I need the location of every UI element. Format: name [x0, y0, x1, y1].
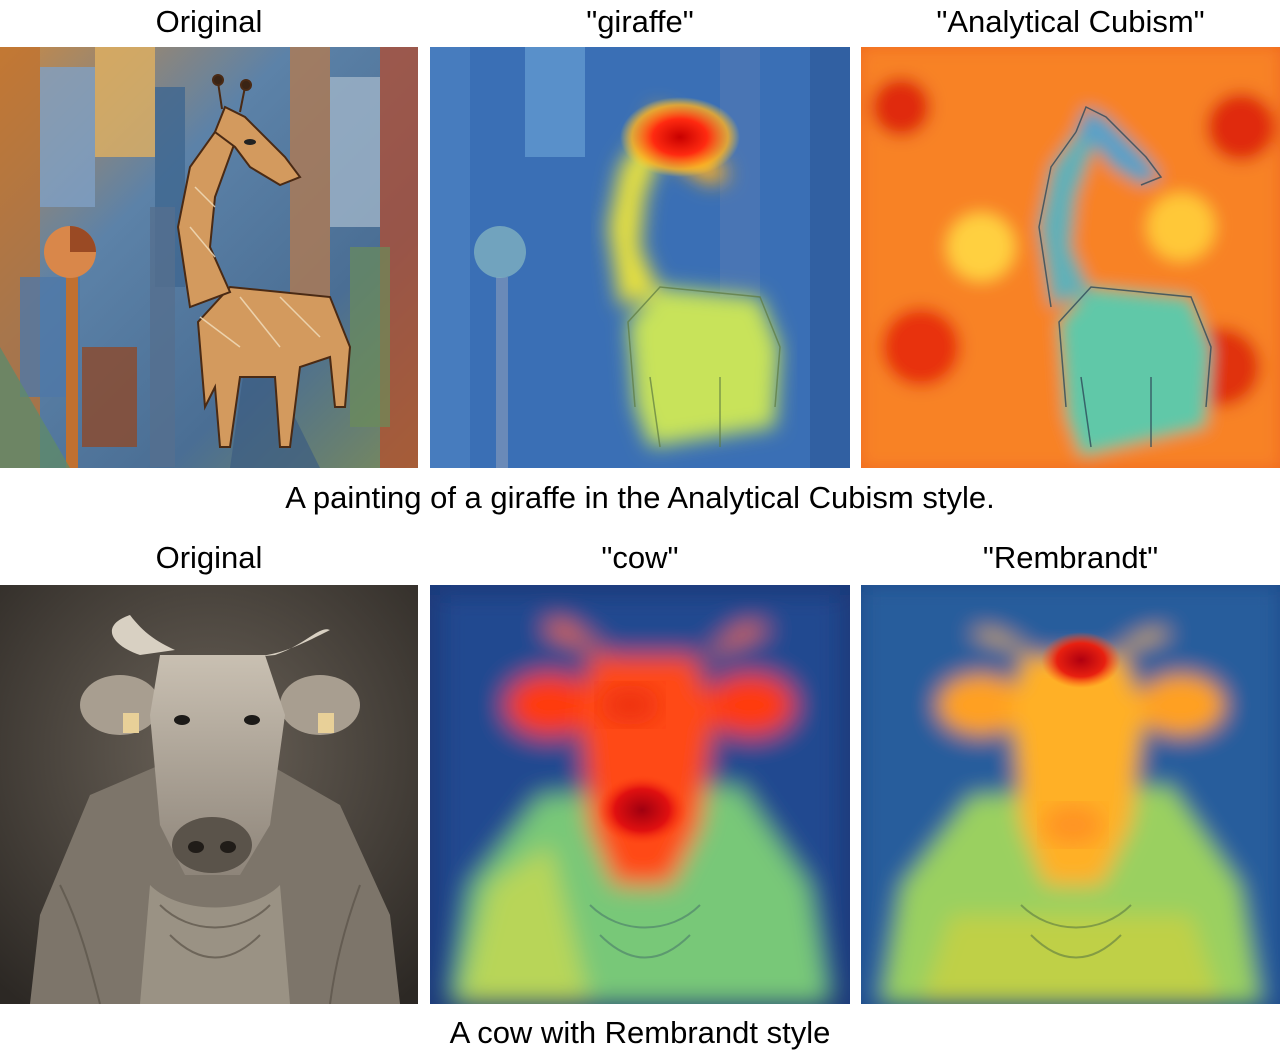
row2-title-original: Original — [155, 540, 263, 575]
cow-attention-heatmap — [430, 585, 850, 1004]
row1-title-analytical-cubism: "Analytical Cubism" — [936, 4, 1205, 39]
giraffe-painting — [0, 47, 418, 468]
row1-title-giraffe: "giraffe" — [586, 4, 694, 39]
cow-original-image — [0, 585, 418, 1004]
rembrandt-attention-heatmap — [861, 585, 1280, 1004]
row1-title-original: Original — [155, 4, 263, 39]
giraffe-original-image — [0, 47, 418, 468]
row2-title-rembrandt: "Rembrandt" — [982, 540, 1159, 575]
row1-caption: A painting of a giraffe in the Analytica… — [285, 480, 995, 515]
cow-drawing — [0, 585, 418, 1004]
rembrandt-heatmap-image — [861, 585, 1280, 1004]
cow-heatmap-image — [430, 585, 850, 1004]
row2-title-cow: "cow" — [601, 540, 679, 575]
giraffe-attention-heatmap — [430, 47, 850, 468]
analytical-cubism-heatmap-image — [861, 47, 1280, 468]
row2-caption: A cow with Rembrandt style — [449, 1015, 831, 1050]
analytical-cubism-attention-heatmap — [861, 47, 1280, 468]
giraffe-heatmap-image — [430, 47, 850, 468]
